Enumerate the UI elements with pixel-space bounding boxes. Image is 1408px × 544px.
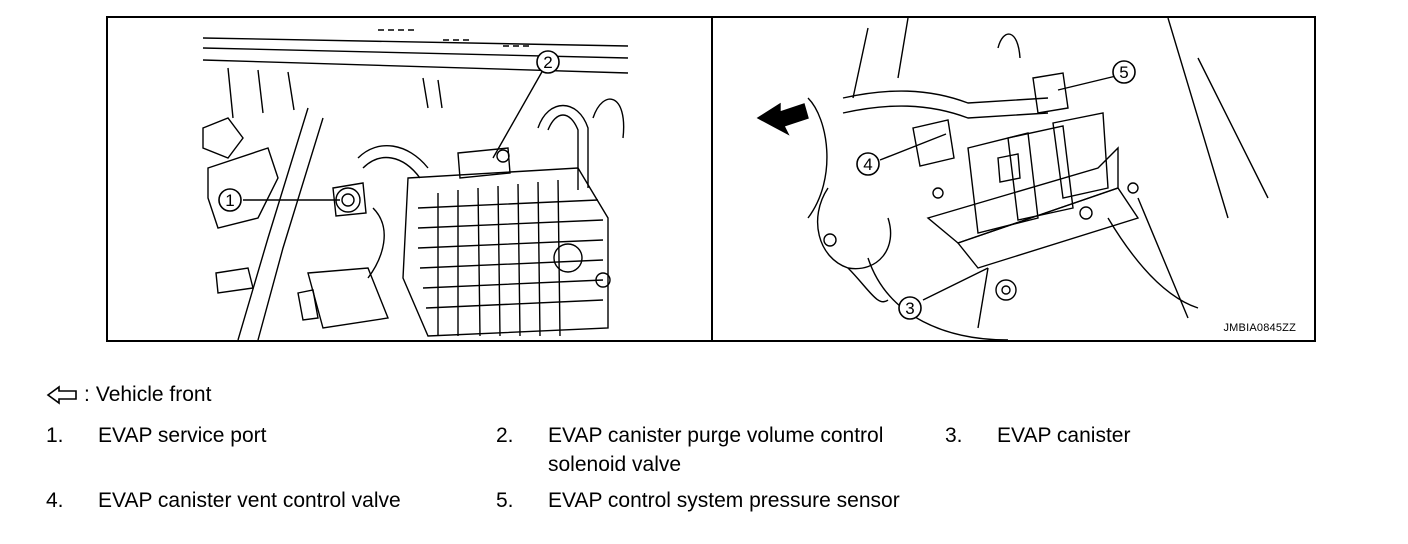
callout-1-label: 1 bbox=[225, 191, 234, 210]
list-item-text: EVAP canister vent control valve bbox=[98, 489, 401, 512]
list-item-text: EVAP service port bbox=[98, 424, 267, 447]
callout-3-label: 3 bbox=[905, 299, 914, 318]
callout-2: 2 bbox=[536, 50, 560, 74]
right-panel-drawing bbox=[807, 18, 1269, 340]
vehicle-front-legend: : Vehicle front bbox=[46, 383, 211, 407]
legend-separator: : bbox=[84, 383, 90, 406]
vehicle-front-arrow-icon bbox=[756, 102, 809, 136]
list-item-text: EVAP canister bbox=[997, 424, 1131, 447]
engine-bay-illustration: 1 2 3 4 5 bbox=[202, 18, 1269, 340]
callout-2-leader bbox=[492, 69, 544, 159]
callout-3: 3 bbox=[898, 296, 922, 320]
callout-1: 1 bbox=[218, 188, 242, 212]
list-item-text: EVAP control system pressure sensor bbox=[548, 489, 900, 512]
callout-5-label: 5 bbox=[1119, 63, 1128, 82]
callout-4-leader bbox=[879, 133, 947, 161]
list-item-number: 5. bbox=[496, 489, 514, 512]
callout-3-leader bbox=[922, 267, 989, 301]
callout-2-label: 2 bbox=[543, 53, 552, 72]
callout-4: 4 bbox=[856, 152, 880, 176]
legend-text: Vehicle front bbox=[95, 383, 212, 406]
callout-4-label: 4 bbox=[863, 155, 872, 174]
callout-5: 5 bbox=[1112, 60, 1136, 84]
outline-arrow-left-icon bbox=[46, 385, 77, 405]
callout-5-leader bbox=[1057, 75, 1117, 91]
figure-code: JMBIA0845ZZ bbox=[1223, 322, 1296, 334]
list-item-number: 2. bbox=[496, 424, 514, 447]
list-item-number: 1. bbox=[46, 424, 64, 447]
list-item-number: 3. bbox=[945, 424, 963, 447]
component-location-figure: 1 2 3 4 5 JMBIA0845ZZ bbox=[106, 16, 1316, 342]
list-item-number: 4. bbox=[46, 489, 64, 512]
left-panel-drawing bbox=[202, 29, 629, 340]
list-item-text: EVAP canister purge volume control solen… bbox=[548, 424, 884, 476]
